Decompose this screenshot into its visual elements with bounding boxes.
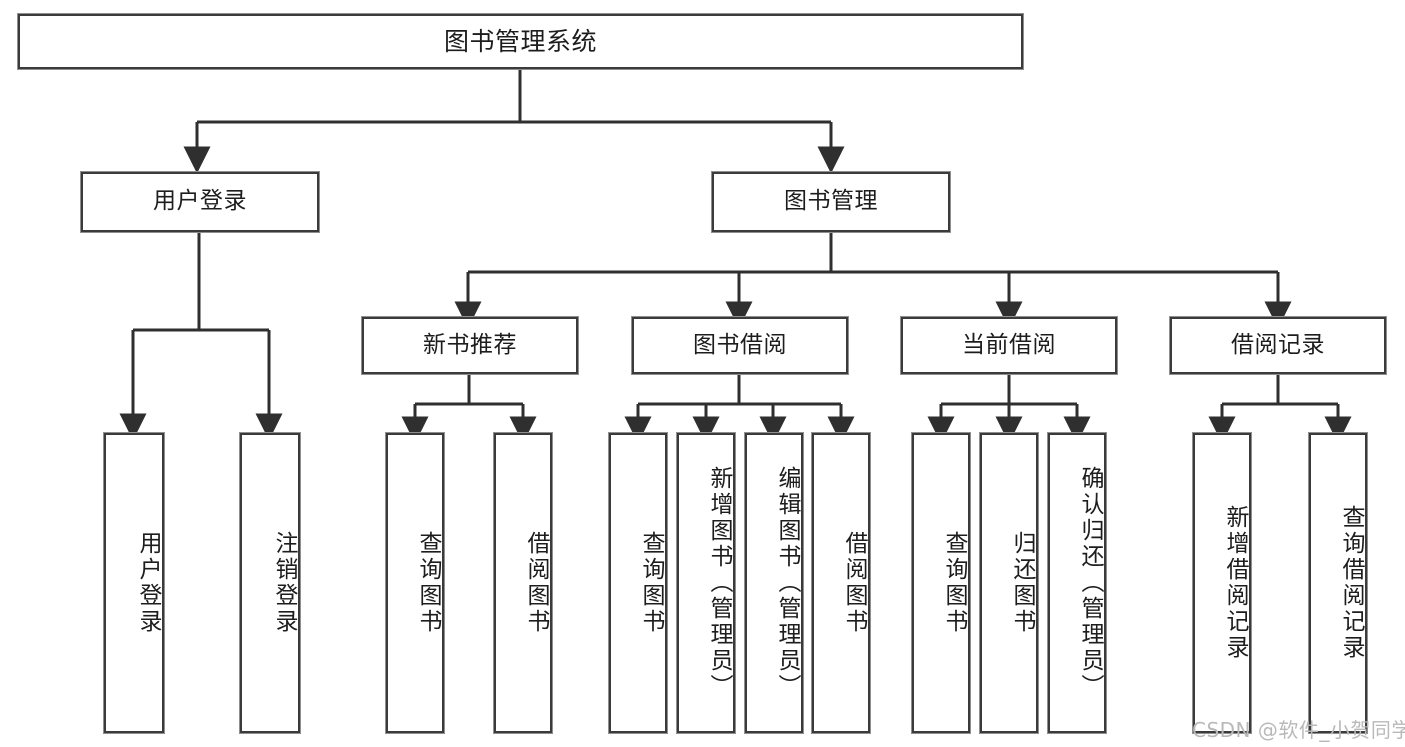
node-leaf-add-record[interactable]: 新增借阅记录 [1193, 433, 1251, 733]
node-root[interactable]: 图书管理系统 [18, 14, 1023, 69]
node-book-manage-label: 图书管理 [784, 188, 878, 215]
node-leaf-query-book-1[interactable]: 查询图书 [386, 433, 444, 733]
node-new-book-recommend-label: 新书推荐 [423, 331, 517, 358]
node-leaf-query-book-3-label: 查询图书 [941, 531, 967, 635]
node-leaf-query-book-1-label: 查询图书 [415, 531, 441, 635]
node-leaf-user-login-label: 用户登录 [135, 531, 161, 635]
csdn-watermark: CSDN @软件_小贺同学 [1192, 718, 1405, 742]
node-book-manage[interactable]: 图书管理 [712, 172, 950, 232]
node-borrow-record[interactable]: 借阅记录 [1170, 317, 1386, 374]
node-root-label: 图书管理系统 [443, 26, 597, 56]
node-leaf-confirm-return-label: 确认归还（管理员） [1077, 466, 1103, 700]
node-leaf-add-record-label: 新增借阅记录 [1222, 505, 1248, 661]
node-leaf-return-book-label: 归还图书 [1009, 531, 1035, 635]
node-user-login-label: 用户登录 [153, 188, 247, 215]
node-leaf-return-book[interactable]: 归还图书 [980, 433, 1038, 733]
node-leaf-add-book-label: 新增图书（管理员） [706, 466, 732, 700]
node-new-book-recommend[interactable]: 新书推荐 [362, 317, 578, 374]
node-leaf-borrow-book-2-label: 借阅图书 [841, 531, 867, 635]
node-leaf-confirm-return[interactable]: 确认归还（管理员） [1048, 433, 1106, 733]
node-user-login[interactable]: 用户登录 [81, 172, 319, 232]
node-current-borrow-label: 当前借阅 [962, 331, 1056, 358]
node-leaf-query-book-3[interactable]: 查询图书 [912, 433, 970, 733]
node-leaf-query-book-2-label: 查询图书 [638, 531, 664, 635]
node-leaf-edit-book-label: 编辑图书（管理员） [774, 466, 800, 700]
node-leaf-user-login[interactable]: 用户登录 [104, 433, 164, 733]
node-leaf-borrow-book-1-label: 借阅图书 [523, 531, 549, 635]
node-leaf-borrow-book-2[interactable]: 借阅图书 [812, 433, 870, 733]
node-borrow-record-label: 借阅记录 [1231, 331, 1325, 358]
node-leaf-logout-login[interactable]: 注销登录 [240, 433, 300, 733]
node-leaf-logout-login-label: 注销登录 [271, 531, 297, 635]
node-leaf-query-record[interactable]: 查询借阅记录 [1309, 433, 1367, 733]
node-leaf-borrow-book-1[interactable]: 借阅图书 [494, 433, 552, 733]
node-leaf-query-record-label: 查询借阅记录 [1338, 505, 1364, 661]
node-current-borrow[interactable]: 当前借阅 [901, 317, 1117, 374]
node-leaf-add-book[interactable]: 新增图书（管理员） [677, 433, 735, 733]
node-book-borrow-label: 图书借阅 [693, 331, 787, 358]
node-leaf-query-book-2[interactable]: 查询图书 [609, 433, 667, 733]
node-book-borrow[interactable]: 图书借阅 [632, 317, 848, 374]
node-leaf-edit-book[interactable]: 编辑图书（管理员） [745, 433, 803, 733]
